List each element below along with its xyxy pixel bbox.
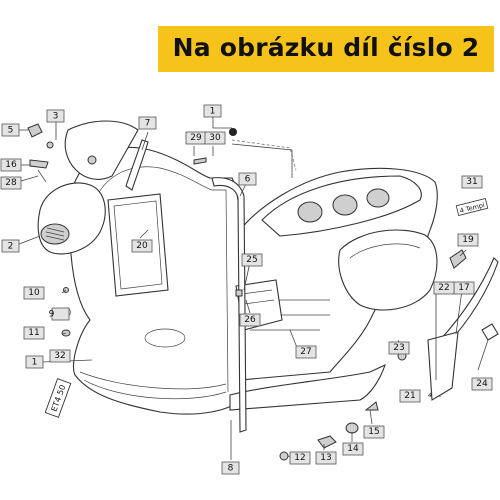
svg-text:20: 20	[136, 241, 148, 251]
svg-text:15: 15	[368, 427, 379, 437]
callout-16[interactable]: 16	[0, 158, 22, 172]
horn-cover	[37, 182, 106, 255]
callout-26[interactable]: 26	[239, 313, 261, 327]
callout-13[interactable]: 13	[315, 451, 337, 465]
svg-text:2: 2	[8, 242, 14, 252]
end-cap	[481, 323, 499, 341]
svg-text:25: 25	[246, 255, 257, 265]
upper-cover	[64, 120, 139, 180]
et4-tag: ET4 50	[44, 378, 72, 418]
edge-gasket	[211, 177, 247, 433]
svg-text:27: 27	[300, 347, 311, 357]
svg-text:13: 13	[320, 453, 331, 463]
svg-text:16: 16	[5, 160, 17, 170]
svg-text:28: 28	[5, 178, 17, 188]
bracket	[427, 331, 459, 401]
callout-15[interactable]: 15	[363, 425, 385, 439]
svg-text:26: 26	[244, 315, 256, 325]
callout-14[interactable]: 14	[342, 442, 364, 456]
tempi-label-text: 4 Tempi	[459, 201, 486, 215]
svg-text:29: 29	[190, 133, 202, 143]
callout-23[interactable]: 23	[388, 341, 410, 355]
callout-30[interactable]: 30	[204, 131, 226, 145]
callout-21[interactable]: 21	[399, 389, 421, 403]
callout-24[interactable]: 24	[471, 377, 493, 391]
svg-text:14: 14	[347, 444, 359, 454]
callout-2[interactable]: 2	[1, 239, 20, 253]
svg-text:19: 19	[462, 235, 474, 245]
svg-text:1: 1	[210, 107, 216, 117]
callout-3[interactable]: 3	[46, 109, 65, 123]
callout-5[interactable]: 5	[1, 123, 20, 137]
callout-17[interactable]: 17	[453, 281, 475, 295]
svg-text:21: 21	[404, 391, 415, 401]
banner-text: Na obrázku díl číslo 2	[172, 33, 480, 62]
svg-text:23: 23	[393, 343, 404, 353]
callout-9[interactable]: 9	[49, 307, 70, 321]
svg-text:7: 7	[145, 119, 151, 129]
callout-12[interactable]: 12	[289, 451, 311, 465]
svg-text:11: 11	[28, 328, 39, 338]
callout-19[interactable]: 19	[457, 233, 479, 247]
svg-text:3: 3	[53, 112, 59, 122]
svg-text:10: 10	[28, 288, 40, 298]
callout-7[interactable]: 7	[138, 116, 157, 130]
callout-32[interactable]: 32	[49, 349, 71, 363]
callout-29[interactable]: 29	[185, 131, 207, 145]
callout-6[interactable]: 6	[238, 172, 257, 186]
callout-1-top[interactable]: 1	[203, 104, 222, 118]
trim-strip	[125, 139, 149, 191]
callout-27[interactable]: 27	[295, 345, 317, 359]
svg-text:31: 31	[466, 177, 477, 187]
side-body	[229, 167, 438, 411]
svg-text:1: 1	[32, 358, 38, 368]
svg-text:30: 30	[209, 133, 221, 143]
svg-text:24: 24	[476, 379, 488, 389]
callout-1-left[interactable]: 1	[25, 355, 44, 369]
callout-11[interactable]: 11	[23, 326, 45, 340]
callout-22[interactable]: 22	[433, 281, 455, 295]
svg-text:17: 17	[458, 283, 469, 293]
callout-25[interactable]: 25	[241, 253, 263, 267]
svg-text:6: 6	[245, 175, 251, 185]
svg-text:9: 9	[49, 310, 55, 320]
callout-8[interactable]: 8	[221, 461, 240, 475]
callout-31[interactable]: 31	[461, 175, 483, 189]
svg-text:22: 22	[438, 283, 449, 293]
svg-text:8: 8	[228, 464, 234, 474]
callout-20[interactable]: 20	[131, 239, 153, 253]
callout-10[interactable]: 10	[23, 286, 45, 300]
part-number-banner: Na obrázku díl číslo 2	[158, 26, 494, 72]
svg-text:5: 5	[8, 126, 14, 136]
tempi-label: 4 Tempi	[455, 198, 489, 216]
side-trim	[439, 257, 499, 347]
svg-text:12: 12	[294, 453, 305, 463]
svg-text:32: 32	[54, 351, 65, 361]
callout-28[interactable]: 28	[0, 176, 22, 190]
leader-lines	[13, 116, 489, 460]
